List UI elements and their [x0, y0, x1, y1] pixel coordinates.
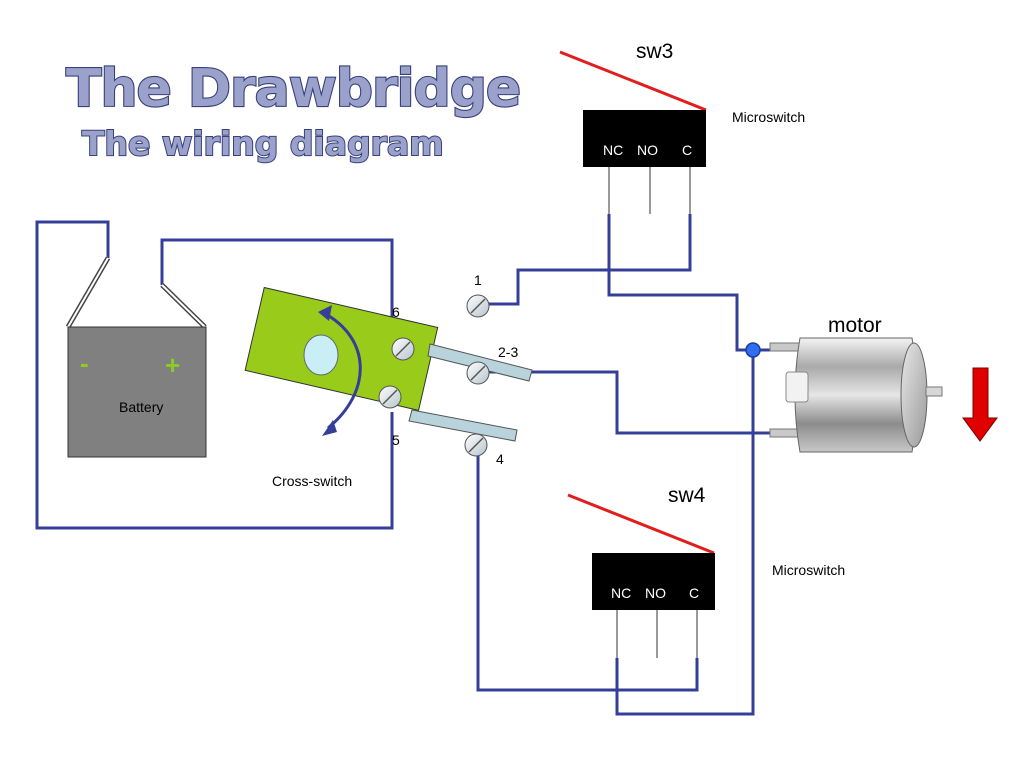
motor: motor	[769, 314, 943, 453]
battery-body	[67, 326, 207, 458]
wire-terminal-23-to-motor	[478, 370, 782, 435]
terminal-23-label: 2-3	[498, 344, 518, 360]
battery: - + Battery	[65, 256, 207, 458]
cross-switch-blade-lower	[408, 409, 518, 442]
terminal-5-label: 5	[392, 432, 400, 448]
sw4-body	[592, 553, 715, 610]
screw-terminal-23	[466, 361, 490, 385]
sw4-type-label: Microswitch	[772, 562, 845, 578]
sw4-pin-no: NO	[645, 585, 666, 601]
motor-terminal-top	[769, 342, 801, 352]
wire-battery-negative-to-terminal-5	[35, 220, 394, 530]
microswitch-sw4: NC NO C sw4 Microswitch	[567, 484, 845, 658]
screw-terminal-5	[378, 385, 402, 409]
wire-sw3-nc-to-motor	[607, 214, 753, 352]
screw-terminal-6	[391, 337, 415, 361]
rotate-arc-icon	[321, 310, 362, 430]
terminal-6-label: 6	[392, 304, 400, 320]
terminal-1-label: 1	[474, 272, 482, 288]
battery-lead-left-highlight	[67, 257, 109, 328]
motor-terminal-bottom	[769, 428, 801, 438]
screw-terminal-1	[466, 294, 490, 318]
sw3-pin-no: NO	[637, 142, 658, 158]
cross-switch-body	[244, 286, 439, 411]
rotate-arrowhead-bottom-icon	[322, 420, 337, 436]
wire-terminal-4-to-sw4-c	[476, 450, 699, 692]
wire-battery-positive-to-terminal-6	[160, 238, 394, 338]
sw4-pin-c: C	[689, 585, 699, 601]
cross-switch-label: Cross-switch	[272, 473, 352, 489]
cross-switch: 6 5 1 2-3 4 Cross-switch	[244, 272, 533, 489]
terminal-4-label: 4	[496, 451, 504, 467]
battery-positive-sign: +	[165, 350, 180, 380]
motor-end-cap	[900, 342, 928, 448]
cross-switch-pivot-hole	[303, 334, 339, 376]
title-main: The Drawbridge	[66, 59, 520, 119]
wire-motor-to-sw4-nc	[615, 350, 755, 716]
wire-terminal-1-to-sw3-c	[478, 214, 692, 306]
sw4-name: sw4	[668, 484, 706, 507]
rotate-arrowhead-top-icon	[318, 305, 332, 321]
battery-negative-sign: -	[80, 348, 89, 378]
screw-terminal-4	[464, 433, 488, 457]
sw4-lever	[567, 493, 715, 555]
sw3-name: sw3	[636, 40, 673, 63]
motor-shaft	[925, 386, 943, 397]
sw3-lever	[559, 50, 707, 112]
sw3-body	[583, 110, 706, 167]
wires	[35, 214, 782, 716]
motor-brush-holder	[785, 371, 809, 403]
diagram-title: The Drawbridge The wiring diagram	[65, 58, 522, 164]
sw4-pin-nc: NC	[611, 585, 631, 601]
battery-label: Battery	[119, 399, 163, 415]
sw3-pin-nc: NC	[603, 142, 623, 158]
microswitch-sw3: NC NO C sw3 Microswitch	[559, 40, 805, 214]
arrow-down-icon	[962, 367, 998, 442]
battery-lead-right-highlight	[161, 284, 206, 328]
title-sub: The wiring diagram	[82, 124, 444, 163]
motor-label: motor	[828, 314, 882, 337]
sw3-type-label: Microswitch	[732, 109, 805, 125]
motor-body	[794, 337, 918, 453]
sw3-pin-c: C	[682, 142, 692, 158]
junction-node	[745, 342, 761, 358]
